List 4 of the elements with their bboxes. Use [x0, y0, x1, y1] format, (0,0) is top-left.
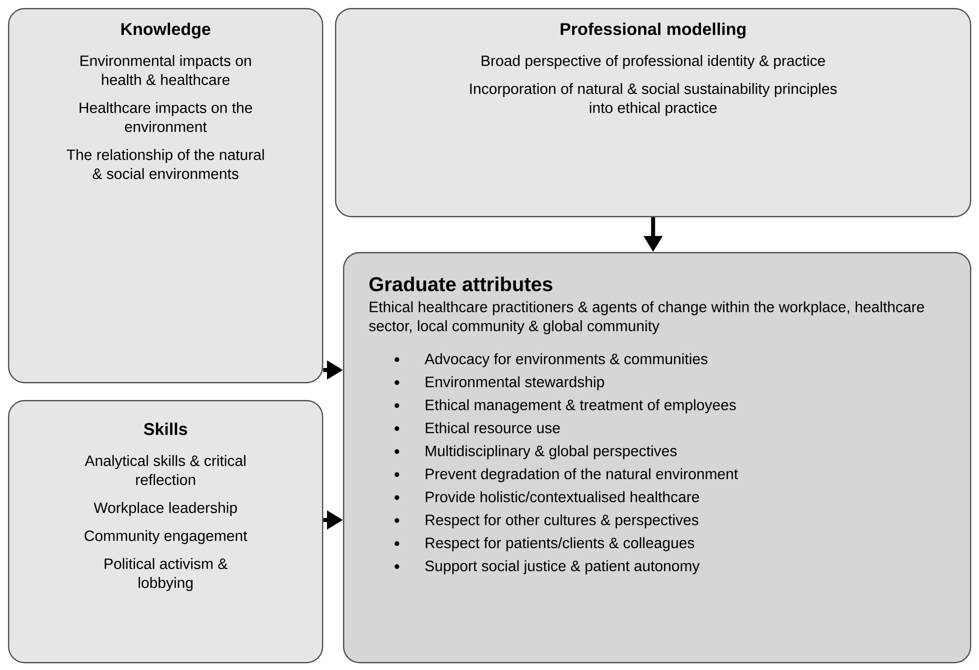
- rounded-box: Skills Analytical skills & critical reflection Workplace leadership Community engagement Political activism & lobbying: [8, 400, 324, 664]
- rounded-box: Graduate attributes Ethical healthcare practitioners & agents of change within the workplace, healthcare sector, local community & global community Advocacy for environments & communities Environmental stewardship Ethical management & treatment of employees Ethical resource use Multidisciplinary & global perspectives Prevent degradation of the natural environment Provide holistic/contextualised healthcare Respect for other cultures & perspectives Respect for patients/clients & colleagues Support social justice & patient autonomy: [343, 252, 972, 664]
- rounded-box: Knowledge Environmental impacts on health & healthcare Healthcare impacts on the environment The relationship of the natural & social environments: [8, 8, 324, 384]
- rounded-box: Professional modelling Broad perspective of professional identity & practice Incorporation of natural & social sustainability principles into ethical practice: [335, 8, 972, 218]
